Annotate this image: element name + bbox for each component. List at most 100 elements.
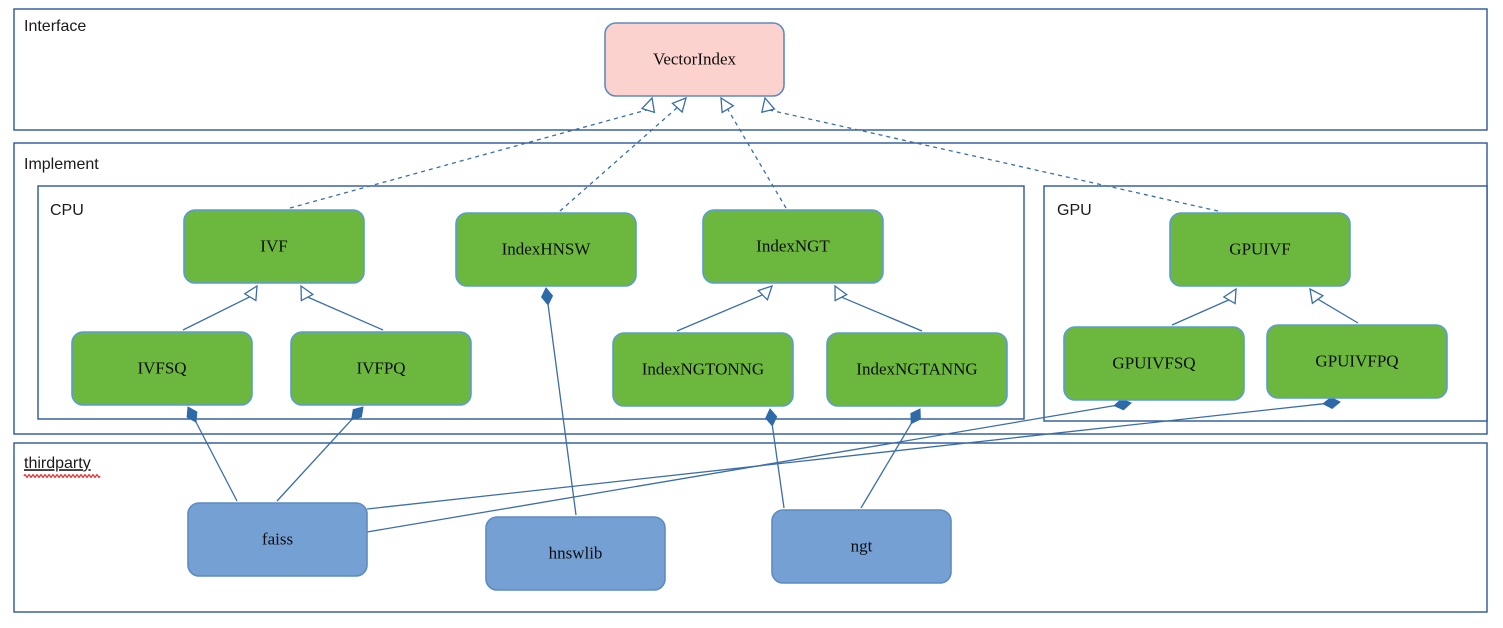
edge-faiss-ivfpq bbox=[276, 406, 364, 502]
edge-ngt-indexngtonng bbox=[765, 408, 785, 509]
edge-line-faiss-gpuivfsq bbox=[366, 404, 1116, 533]
edge-faiss-ivfsq bbox=[186, 406, 238, 502]
node-label-ivfpq: IVFPQ bbox=[356, 358, 405, 377]
node-box-indexngt[interactable] bbox=[702, 209, 884, 284]
node-label-indexhnsw: IndexHNSW bbox=[502, 239, 592, 258]
node-label-vectorindex: VectorIndex bbox=[653, 49, 737, 68]
panel-label-implement: Implement bbox=[24, 156, 99, 173]
node-label-gpuivf: GPUIVF bbox=[1229, 239, 1290, 258]
node-label-indexngtonng: IndexNGTONNG bbox=[642, 359, 764, 378]
panel-label-gpu: GPU bbox=[1057, 202, 1092, 219]
edge-ngt-indexngtanng bbox=[860, 408, 921, 509]
edge-line-ngt-indexngtonng bbox=[771, 424, 785, 509]
node-gpuivfpq[interactable]: GPUIVFPQ bbox=[1266, 324, 1448, 399]
node-indexngtonng[interactable]: IndexNGTONNG bbox=[612, 332, 794, 407]
node-indexngt[interactable]: IndexNGT bbox=[702, 209, 884, 284]
edge-line-faiss-ivfpq bbox=[276, 418, 353, 502]
edge-ivfpq-ivf bbox=[300, 284, 384, 331]
edge-indexngtonng-indexngt bbox=[676, 284, 774, 332]
edge-marker-hollow-triangle-gpuivfsq-gpuivf bbox=[1222, 287, 1237, 305]
node-box-hnswlib[interactable] bbox=[485, 516, 666, 591]
node-label-indexngt: IndexNGT bbox=[756, 236, 830, 255]
edge-marker-filled-diamond-faiss-gpuivfpq bbox=[1322, 396, 1341, 409]
node-indexngtanng[interactable]: IndexNGTANNG bbox=[826, 332, 1008, 407]
edge-line-indexhnsw-vectorindex bbox=[559, 106, 679, 212]
edge-line-hnswlib-indexhnsw bbox=[547, 303, 577, 516]
edge-line-indexngtanng-indexngt bbox=[840, 296, 923, 332]
edge-ivfsq-ivf bbox=[182, 284, 258, 331]
node-gpuivfsq[interactable]: GPUIVFSQ bbox=[1063, 326, 1245, 401]
edge-indexhnsw-vectorindex bbox=[559, 96, 687, 212]
node-box-indexngtonng[interactable] bbox=[612, 332, 794, 407]
node-box-ivf[interactable] bbox=[183, 209, 365, 284]
edge-marker-filled-diamond-hnswlib-indexhnsw bbox=[540, 287, 554, 306]
edge-line-ivf-vectorindex bbox=[289, 108, 649, 209]
edge-ivf-vectorindex bbox=[289, 96, 656, 209]
node-ngt[interactable]: ngt bbox=[771, 509, 952, 584]
node-box-ivfpq[interactable] bbox=[290, 331, 472, 406]
panel-label-thirdparty: thirdparty bbox=[24, 455, 91, 472]
node-box-gpuivf[interactable] bbox=[1169, 212, 1351, 287]
edge-marker-hollow-triangle-indexngt-vectorindex bbox=[720, 96, 735, 114]
edge-gpuivf-vectorindex bbox=[760, 96, 1219, 212]
node-faiss[interactable]: faiss bbox=[187, 502, 368, 577]
edge-line-gpuivf-vectorindex bbox=[767, 109, 1219, 212]
node-label-gpuivfpq: GPUIVFPQ bbox=[1315, 351, 1398, 370]
edge-faiss-gpuivfpq bbox=[366, 396, 1341, 510]
panel-label-interface: Interface bbox=[24, 18, 86, 35]
node-ivf[interactable]: IVF bbox=[183, 209, 365, 284]
edge-marker-hollow-triangle-gpuivfpq-gpuivf bbox=[1309, 287, 1325, 305]
edge-marker-filled-diamond-faiss-ivfsq bbox=[186, 406, 198, 423]
edge-line-indexngtonng-indexngt bbox=[676, 293, 764, 332]
edge-line-indexngt-vectorindex bbox=[726, 107, 787, 209]
node-box-gpuivfsq[interactable] bbox=[1063, 326, 1245, 401]
node-label-ivf: IVF bbox=[260, 236, 287, 255]
edge-indexngt-vectorindex bbox=[720, 96, 787, 209]
node-hnswlib[interactable]: hnswlib bbox=[485, 516, 666, 591]
node-gpuivf[interactable]: GPUIVF bbox=[1169, 212, 1351, 287]
edge-gpuivfpq-gpuivf bbox=[1309, 287, 1359, 324]
edge-marker-hollow-triangle-indexngtonng-indexngt bbox=[757, 284, 774, 301]
node-box-ivfsq[interactable] bbox=[71, 331, 253, 406]
edge-indexngtanng-indexngt bbox=[834, 284, 923, 332]
node-label-hnswlib: hnswlib bbox=[549, 543, 603, 562]
edge-line-gpuivfsq-gpuivf bbox=[1171, 298, 1231, 326]
node-label-gpuivfsq: GPUIVFSQ bbox=[1112, 353, 1195, 372]
node-box-gpuivfpq[interactable] bbox=[1266, 324, 1448, 399]
edge-line-faiss-gpuivfpq bbox=[366, 403, 1325, 510]
node-label-ngt: ngt bbox=[851, 536, 873, 555]
node-label-faiss: faiss bbox=[262, 529, 293, 548]
edge-line-ivfsq-ivf bbox=[182, 295, 252, 331]
edge-marker-hollow-triangle-indexhnsw-vectorindex bbox=[671, 96, 687, 114]
node-ivfsq[interactable]: IVFSQ bbox=[71, 331, 253, 406]
edge-gpuivfsq-gpuivf bbox=[1171, 287, 1237, 326]
edge-line-ivfpq-ivf bbox=[306, 295, 384, 331]
node-label-indexngtanng: IndexNGTANNG bbox=[856, 359, 977, 378]
edge-marker-filled-diamond-faiss-ivfpq bbox=[351, 406, 364, 421]
edge-marker-hollow-triangle-gpuivf-vectorindex bbox=[760, 96, 776, 114]
panel-label-cpu: CPU bbox=[50, 202, 84, 219]
node-vectorindex[interactable]: VectorIndex bbox=[604, 22, 785, 97]
edge-marker-hollow-triangle-ivfpq-ivf bbox=[300, 284, 315, 302]
edge-marker-hollow-triangle-ivfsq-ivf bbox=[243, 284, 258, 302]
node-box-indexngtanng[interactable] bbox=[826, 332, 1008, 407]
spellcheck-squiggle-thirdparty bbox=[23, 474, 101, 478]
edge-line-faiss-ivfsq bbox=[194, 420, 238, 502]
node-indexhnsw[interactable]: IndexHNSW bbox=[455, 212, 637, 287]
node-box-ngt[interactable] bbox=[771, 509, 952, 584]
node-ivfpq[interactable]: IVFPQ bbox=[290, 331, 472, 406]
edges-layer bbox=[182, 96, 1359, 533]
node-box-indexhnsw[interactable] bbox=[455, 212, 637, 287]
edge-marker-filled-diamond-ngt-indexngtanng bbox=[910, 408, 921, 425]
edge-marker-hollow-triangle-ivf-vectorindex bbox=[640, 96, 656, 114]
node-box-vectorindex[interactable] bbox=[604, 22, 785, 97]
node-label-ivfsq: IVFSQ bbox=[137, 358, 186, 377]
node-box-faiss[interactable] bbox=[187, 502, 368, 577]
edge-line-gpuivfpq-gpuivf bbox=[1316, 298, 1359, 324]
edge-hnswlib-indexhnsw bbox=[540, 287, 577, 516]
edge-marker-filled-diamond-ngt-indexngtonng bbox=[765, 408, 778, 427]
edge-line-ngt-indexngtanng bbox=[860, 422, 913, 509]
